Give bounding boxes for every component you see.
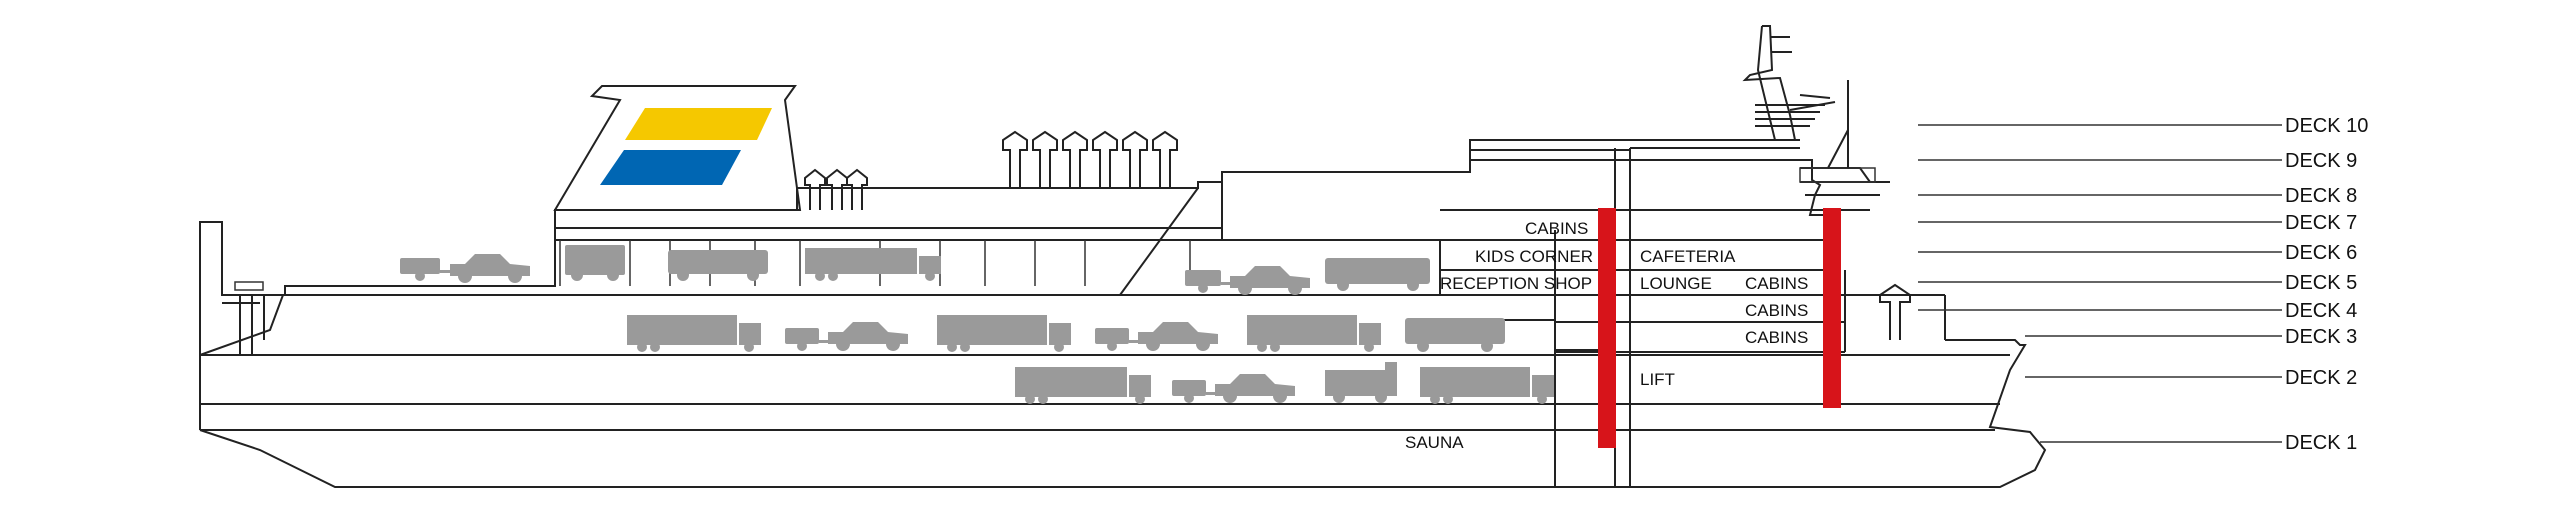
superstructure: [284, 139, 1890, 487]
truck-icon: [1420, 367, 1554, 404]
deck-label-5: DECK 5: [2285, 272, 2357, 294]
car-trailer-icon: [1172, 380, 1216, 403]
area-label-cabins-deck5: CABINS: [1745, 274, 1808, 293]
car-icon: [1230, 266, 1310, 295]
bus-icon: [668, 250, 768, 281]
area-label-cabins-deck3: CABINS: [1745, 328, 1808, 347]
mast: [1742, 25, 1849, 169]
aft-structure: [222, 281, 265, 355]
lift-shaft-aft: [1598, 208, 1616, 448]
deck-leader-lines: [1918, 124, 2282, 443]
car-trailer-icon: [1185, 270, 1231, 293]
bus-icon: [1325, 258, 1430, 291]
area-label-kids-corner: KIDS CORNER: [1475, 247, 1593, 266]
motorhome-icon: [1325, 362, 1397, 403]
funnel: [553, 85, 802, 211]
area-label-cabins-deck4: CABINS: [1745, 301, 1808, 320]
funnel-yellow-stripe: [625, 108, 772, 140]
deck-label-9: DECK 9: [2285, 150, 2357, 172]
car-icon: [450, 254, 530, 283]
car-icon: [1138, 322, 1218, 351]
deck-label-2: DECK 2: [2285, 367, 2357, 389]
car-icon: [828, 322, 908, 351]
funnel-blue-stripe: [600, 150, 741, 185]
hull: [199, 221, 2047, 488]
deck-label-10: DECK 10: [2285, 115, 2368, 137]
car-trailer-icon: [400, 258, 452, 281]
deck-label-4: DECK 4: [2285, 300, 2357, 322]
deck-label-6: DECK 6: [2285, 242, 2357, 264]
motorhome-icon: [565, 245, 625, 281]
deck-label-3: DECK 3: [2285, 326, 2357, 348]
area-label-sauna: SAUNA: [1405, 433, 1464, 452]
truck-icon: [627, 315, 761, 352]
deck-label-1: DECK 1: [2285, 432, 2357, 454]
area-label-cafeteria: CAFETERIA: [1640, 247, 1736, 266]
car-trailer-icon: [1095, 328, 1139, 351]
car-trailer-icon: [785, 328, 829, 351]
deck-label-7: DECK 7: [2285, 212, 2357, 234]
area-label-reception-shop: RECEPTION SHOP: [1440, 274, 1592, 293]
lift-shaft-forward: [1823, 208, 1841, 408]
vehicles: [400, 245, 1554, 404]
truck-icon: [805, 248, 941, 281]
area-label-lift: LIFT: [1640, 370, 1675, 389]
car-icon: [1215, 374, 1295, 403]
vents: [804, 130, 1178, 210]
truck-icon: [937, 315, 1071, 352]
area-label-cabins: CABINS: [1525, 219, 1588, 238]
bus-icon: [1405, 318, 1505, 352]
bow-mooring: [1879, 283, 1911, 340]
deck-label-8: DECK 8: [2285, 185, 2357, 207]
area-label-lounge: LOUNGE: [1640, 274, 1712, 293]
truck-icon: [1015, 367, 1151, 404]
truck-icon: [1247, 315, 1381, 352]
